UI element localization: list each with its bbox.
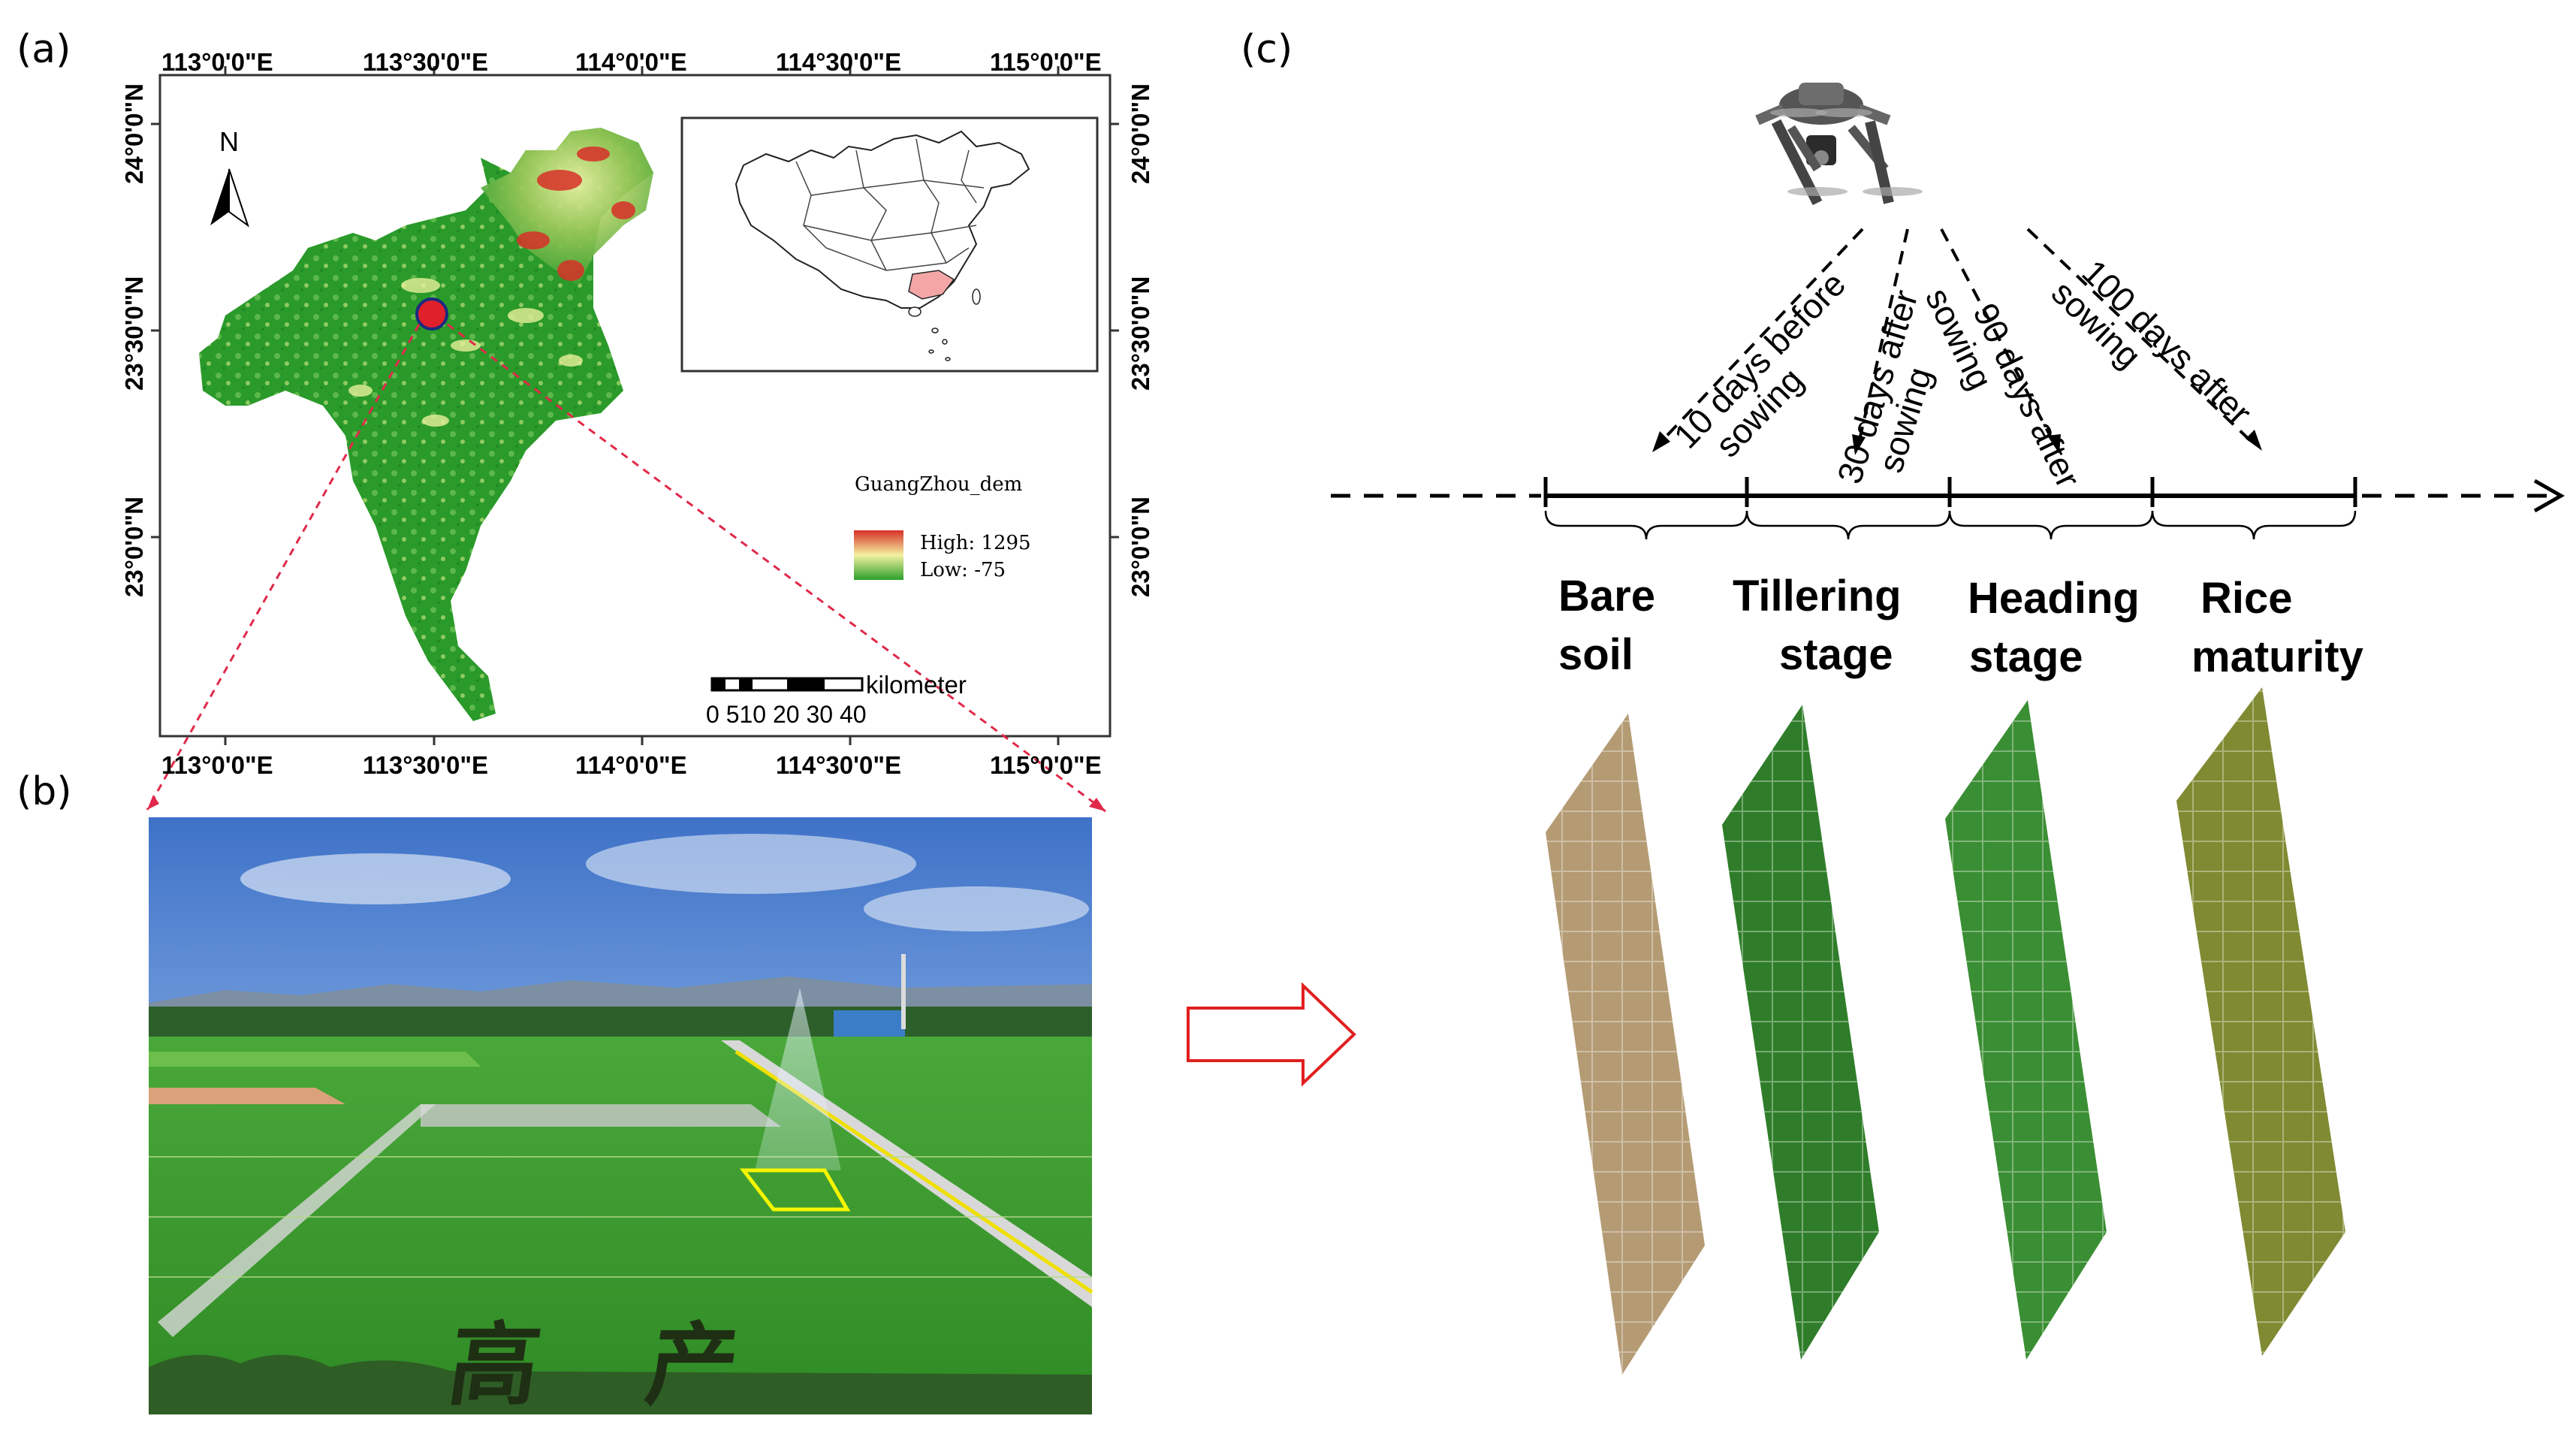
drone-icon: [1755, 83, 1923, 206]
legend-title: GuangZhou_dem: [855, 473, 1023, 496]
stage-label-tillering: Tillering stage: [1733, 572, 1902, 679]
stage-label-heading: Heading stage: [1968, 574, 2140, 681]
legend-high: High: 1295: [920, 532, 1031, 554]
guangdong-highlight: [908, 270, 955, 300]
zoom-pointer-lines: [146, 323, 1106, 813]
lon-label-bottom-5: 115°0'0"E: [990, 751, 1102, 779]
flight-arrows: [1658, 228, 2255, 445]
drone-view-beam: [755, 988, 841, 1170]
legend-low: Low: -75: [920, 559, 1006, 581]
northern-highland: [481, 128, 653, 285]
lon-label-bottom-2: 113°30'0"E: [363, 751, 488, 779]
panel-label-c: (c): [1241, 27, 1293, 72]
lon-label-top-1: 113°0'0"E: [161, 48, 273, 76]
mid-elevation-patches: [348, 278, 583, 427]
flight-arrowheads: [1652, 430, 2262, 455]
lon-label-top-3: 114°0'0"E: [575, 48, 687, 76]
lon-label-bottom-3: 114°0'0"E: [575, 751, 687, 779]
lon-label-bottom-4: 114°30'0"E: [776, 751, 901, 779]
province-borders: [795, 138, 985, 271]
lon-label-top-2: 113°30'0"E: [363, 48, 488, 76]
ortho-tile-heading: [1945, 700, 2107, 1360]
north-arrow-icon: [210, 168, 249, 228]
ortho-tile-maturity: [2176, 687, 2345, 1356]
stage-label-maturity: Rice maturity: [2191, 574, 2363, 681]
legend-swatch: [854, 530, 903, 580]
stage-label-bare-soil: Bare soil: [1558, 572, 1655, 679]
lon-label-bottom-1: 113°0'0"E: [161, 751, 273, 779]
high-elevation-patches: [517, 146, 635, 281]
study-site-marker: [415, 297, 448, 331]
scale-bar: [710, 677, 864, 692]
lon-ticks: [151, 66, 1119, 745]
stage-braces: [1544, 510, 2357, 540]
panel-label-a: (a): [17, 27, 71, 72]
china-outline: [734, 130, 1030, 309]
field-photo: [149, 817, 1093, 1414]
south-china-sea-islands: [908, 288, 981, 361]
north-label: N: [219, 126, 239, 157]
panel-label-b: (b): [17, 769, 72, 814]
lon-label-top-4: 114°30'0"E: [776, 48, 901, 76]
timeline-axis: [1331, 477, 2565, 513]
scale-unit: kilometer: [866, 671, 967, 699]
ortho-tile-bare-soil: [1546, 714, 1705, 1375]
lon-label-top-5: 115°0'0"E: [990, 48, 1102, 76]
ortho-tile-tillering: [1722, 705, 1879, 1360]
scale-numbers: 0 510 20 30 40: [706, 701, 867, 728]
roi-box: [739, 1168, 851, 1212]
